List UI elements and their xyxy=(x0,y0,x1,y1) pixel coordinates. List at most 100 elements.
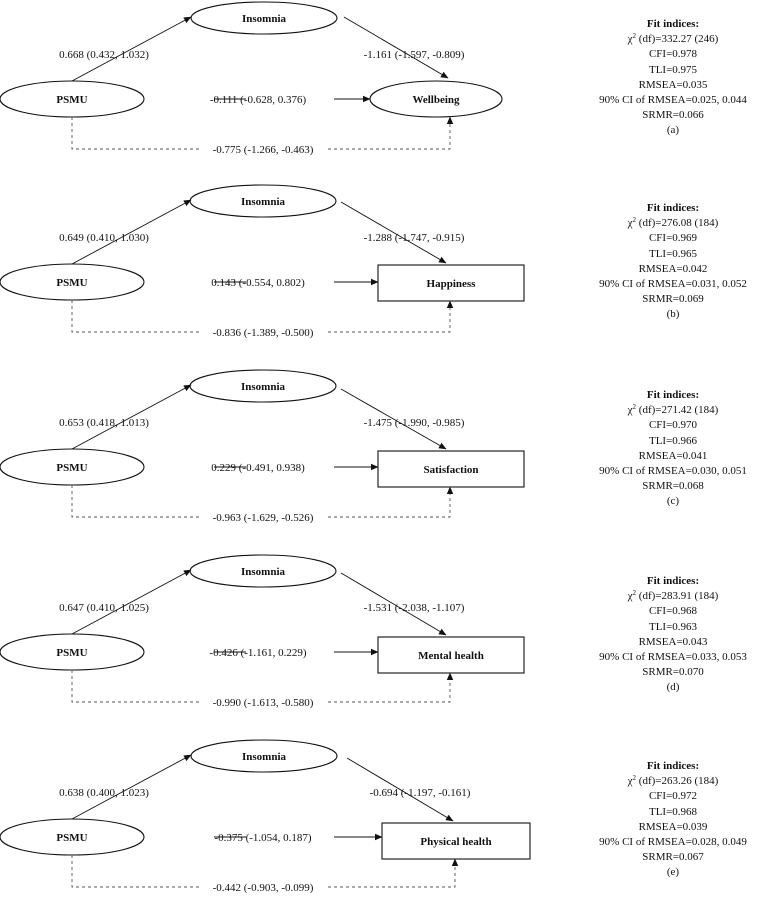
fit-chi-value: (df)=263.26 (184) xyxy=(636,775,719,788)
fit-cfi: CFI=0.969 xyxy=(648,232,698,245)
indirect-path-label: -0.775 (-1.266, -0.463) xyxy=(213,144,314,156)
fit-rmsea-ci: 90% CI of RMSEA=0.028, 0.049 xyxy=(599,836,747,849)
path-a-label: 0.638 (0.400, 1.023) xyxy=(59,787,149,799)
fit-chi-square: χ2 (df)=332.27 (246) xyxy=(568,32,777,47)
path-a-arrow xyxy=(71,569,192,635)
path-a-label: 0.649 (0.410, 1.030) xyxy=(59,232,149,244)
indirect-path-label: -0.963 (-1.629, -0.526) xyxy=(213,512,314,524)
outcome-label: Mental health xyxy=(418,650,484,662)
indirect-path-label: -0.836 (-1.389, -0.500) xyxy=(213,327,314,339)
fit-tli: TLI=0.966 xyxy=(648,434,698,447)
fit-rmsea: RMSEA=0.043 xyxy=(638,635,708,648)
path-c-label: -0.426 (-1.161, 0.229) xyxy=(209,647,306,659)
chi-symbol: χ xyxy=(627,775,633,788)
path-b-label: -0.694 (-1.197, -0.161) xyxy=(370,787,471,799)
fit-tli: TLI=0.968 xyxy=(648,805,698,818)
path-b-label: -1.475 (-1.990, -0.985) xyxy=(364,417,465,429)
panel-label: (e) xyxy=(666,866,680,879)
mediator-label: Insomnia xyxy=(241,566,286,578)
path-b-label: -1.288 (-1.747, -0.915) xyxy=(364,232,465,244)
chi-symbol: χ xyxy=(627,217,633,230)
path-a-arrow xyxy=(71,754,192,820)
fit-chi-square: χ2 (df)=276.08 (184) xyxy=(568,216,777,231)
predictor-label: PSMU xyxy=(56,832,87,844)
fit-chi-square: χ2 (df)=271.42 (184) xyxy=(568,403,777,418)
fit-tli: TLI=0.965 xyxy=(648,247,698,260)
indirect-path-label: -0.442 (-0.903, -0.099) xyxy=(213,882,314,894)
path-a-label: 0.647 (0.410, 1.025) xyxy=(59,602,149,614)
path-b-label: -1.531 (-2.038, -1.107) xyxy=(364,602,465,614)
path-c-label: 0.143 (-0.554, 0.802) xyxy=(211,277,305,289)
chi-symbol: χ xyxy=(627,404,633,417)
fit-indices-d: Fit indices:χ2 (df)=283.91 (184)CFI=0.96… xyxy=(568,574,777,696)
fit-title: Fit indices: xyxy=(646,202,700,214)
path-b-arrow xyxy=(340,201,447,264)
fit-chi-square: χ2 (df)=283.91 (184) xyxy=(568,589,777,604)
predictor-label: PSMU xyxy=(56,647,87,659)
fit-indices-a: Fit indices:χ2 (df)=332.27 (246)CFI=0.97… xyxy=(568,17,777,139)
path-a-arrow xyxy=(71,199,192,265)
fit-srmr: SRMR=0.067 xyxy=(642,851,704,864)
fit-rmsea-ci: 90% CI of RMSEA=0.030, 0.051 xyxy=(599,465,747,478)
predictor-label: PSMU xyxy=(56,462,87,474)
fit-title: Fit indices: xyxy=(646,760,700,772)
panel-label: (c) xyxy=(666,495,680,508)
fit-tli: TLI=0.963 xyxy=(648,620,698,633)
fit-rmsea: RMSEA=0.041 xyxy=(638,449,708,462)
path-b-arrow xyxy=(346,757,454,822)
fit-rmsea-ci: 90% CI of RMSEA=0.031, 0.052 xyxy=(599,278,747,291)
path-a-arrow xyxy=(71,16,192,82)
fit-cfi: CFI=0.978 xyxy=(648,48,698,61)
indirect-label-bg xyxy=(200,694,326,710)
path-c-label: -0.111 (-0.628, 0.376) xyxy=(210,94,307,106)
fit-srmr: SRMR=0.070 xyxy=(642,666,704,679)
fit-indices-b: Fit indices: χ2 (df)=276.08 (184)CFI=0.96… xyxy=(568,201,777,323)
outcome-label: Satisfaction xyxy=(424,464,479,476)
panel-label: (d) xyxy=(666,681,680,694)
mediator-label: Insomnia xyxy=(242,751,287,763)
fit-rmsea-ci: 90% CI of RMSEA=0.025, 0.044 xyxy=(599,94,747,107)
path-c-label: 0.229 (-0.491, 0.938) xyxy=(211,462,305,474)
chi-superscript: 2 xyxy=(632,32,637,41)
indirect-label-bg xyxy=(200,324,326,340)
indirect-path-label: -0.990 (-1.613, -0.580) xyxy=(213,697,314,709)
fit-indices-e: Fit indices:χ2 (df)=263.26 (184)CFI=0.97… xyxy=(568,759,777,881)
fit-chi-value: (df)=283.91 (184) xyxy=(636,590,719,603)
fit-chi-square: χ2 (df)=263.26 (184) xyxy=(568,774,777,789)
fit-chi-value: (df)=271.42 (184) xyxy=(636,404,719,417)
outcome-label: Physical health xyxy=(420,836,491,848)
indirect-path-arrow xyxy=(71,116,454,150)
fit-rmsea: RMSEA=0.042 xyxy=(638,262,708,275)
predictor-label: PSMU xyxy=(56,277,87,289)
path-a-label: 0.653 (0.418, 1.013) xyxy=(59,417,149,429)
fit-cfi: CFI=0.968 xyxy=(648,605,698,618)
chi-superscript: 2 xyxy=(632,216,637,225)
chi-symbol: χ xyxy=(627,590,633,603)
fit-tli: TLI=0.975 xyxy=(648,63,698,76)
fit-srmr: SRMR=0.066 xyxy=(642,109,704,122)
predictor-label: PSMU xyxy=(56,94,87,106)
path-a-arrow xyxy=(71,384,192,450)
fit-rmsea-ci: 90% CI of RMSEA=0.033, 0.053 xyxy=(599,651,747,664)
path-a-label: 0.668 (0.432, 1.032) xyxy=(59,49,149,61)
chi-symbol: χ xyxy=(627,33,633,46)
fit-indices-c: Fit indices:χ2 (df)=271.42 (184)CFI=0.97… xyxy=(568,388,777,510)
chi-superscript: 2 xyxy=(632,403,637,412)
mediator-label: Insomnia xyxy=(241,381,286,393)
fit-rmsea: RMSEA=0.035 xyxy=(638,78,708,91)
path-b-arrow xyxy=(340,388,447,450)
chi-superscript: 2 xyxy=(632,774,637,783)
indirect-label-bg xyxy=(200,879,326,895)
mediator-label: Insomnia xyxy=(241,196,286,208)
outcome-label: Happiness xyxy=(427,278,477,290)
chi-superscript: 2 xyxy=(632,589,637,598)
fit-chi-value: (df)=332.27 (246) xyxy=(636,33,719,46)
fit-title: Fit indices: xyxy=(646,389,700,401)
indirect-label-bg xyxy=(200,141,326,157)
fit-cfi: CFI=0.972 xyxy=(648,790,698,803)
fit-cfi: CFI=0.970 xyxy=(648,419,698,432)
path-b-label: -1.161 (-1.597, -0.809) xyxy=(364,49,465,61)
fit-srmr: SRMR=0.068 xyxy=(642,480,704,493)
